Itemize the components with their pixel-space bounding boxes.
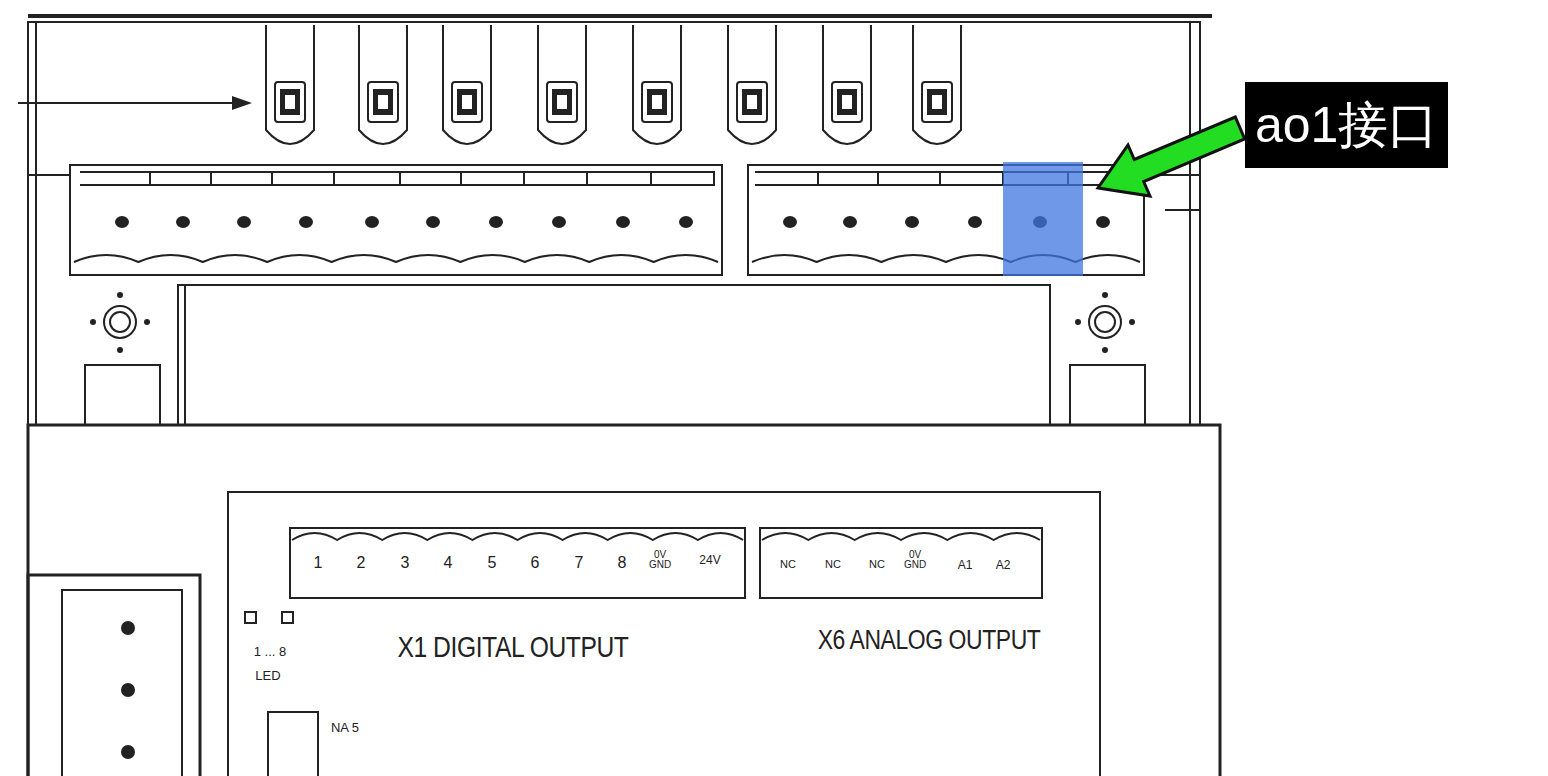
- pin-name: 4: [444, 555, 453, 572]
- screw-slot: [928, 90, 946, 114]
- terminal-pin: [680, 217, 692, 227]
- terminal-pin: [427, 217, 439, 227]
- screw-head: [737, 82, 767, 122]
- terminal-divider: [817, 172, 819, 185]
- terminal-pin: [490, 217, 502, 227]
- terminal-divider: [877, 172, 879, 185]
- terminal-pin: [617, 217, 629, 227]
- pin-name: NC: [780, 559, 796, 571]
- terminal-divider: [333, 172, 335, 185]
- terminal-pin: [300, 217, 312, 227]
- screw-slot: [458, 90, 476, 114]
- screw-head: [832, 82, 862, 122]
- terminal-divider: [210, 172, 212, 185]
- screw-slot: [838, 90, 856, 114]
- screw-center: [285, 95, 295, 109]
- pin-name: 7: [575, 555, 584, 572]
- screw-clamp: [359, 25, 407, 144]
- screw-head: [642, 82, 672, 122]
- screw-slot: [374, 90, 392, 114]
- terminal-pin: [177, 217, 189, 227]
- screw-center: [932, 95, 942, 109]
- screw-clamp: [913, 25, 961, 144]
- screw-head: [368, 82, 398, 122]
- pin-name: NC: [825, 559, 841, 571]
- callout-text: ao1接口: [1255, 98, 1438, 153]
- terminal-divider: [713, 172, 715, 185]
- pin-name: 24V: [698, 554, 722, 567]
- terminal-pin: [366, 217, 378, 227]
- terminal-divider: [460, 172, 462, 185]
- terminal-pin: [906, 217, 918, 227]
- terminal-pin: [116, 217, 128, 227]
- pin-name: 8: [618, 555, 627, 572]
- terminal-divider: [586, 172, 588, 185]
- pin-name: NC: [869, 559, 885, 571]
- terminal-pin: [784, 217, 796, 227]
- terminal-divider: [650, 172, 652, 185]
- terminal-divider: [939, 172, 941, 185]
- led-label: 1 ... 8: [254, 645, 287, 659]
- pin-name: 6: [531, 555, 540, 572]
- screw-clamp: [633, 25, 681, 144]
- terminal-pin: [553, 217, 565, 227]
- pin-name: 1: [314, 555, 323, 572]
- connector-title: X6 ANALOG OUTPUT: [817, 626, 1040, 654]
- terminal-pin: [238, 217, 250, 227]
- terminal-pin: [844, 217, 856, 227]
- screw-center: [842, 95, 852, 109]
- terminal-pin: [1097, 217, 1109, 227]
- pin-name: A2: [996, 559, 1011, 572]
- screw-slot: [648, 90, 666, 114]
- screw-clamp: [823, 25, 871, 144]
- pin-name: 5: [488, 555, 497, 572]
- pin-name: 0V GND: [902, 550, 928, 571]
- screw-center: [747, 95, 757, 109]
- callout-label: ao1接口: [1245, 82, 1448, 168]
- pin-name: 0V GND: [647, 550, 673, 571]
- terminal-pin: [969, 217, 981, 227]
- led-label: LED: [255, 669, 280, 683]
- terminal-divider: [523, 172, 525, 185]
- screw-clamp: [266, 25, 314, 144]
- screw-clamp: [538, 25, 586, 144]
- screw-clamp: [728, 25, 776, 144]
- screw-slot: [553, 90, 571, 114]
- terminal-divider: [271, 172, 273, 185]
- pin-name: 3: [401, 555, 410, 572]
- screw-head: [452, 82, 482, 122]
- terminal-divider: [149, 172, 151, 185]
- pin-name: 2: [357, 555, 366, 572]
- screw-center: [378, 95, 388, 109]
- screw-head: [275, 82, 305, 122]
- screw-head: [547, 82, 577, 122]
- port-label: NA 5: [331, 721, 359, 735]
- pin-name: A1: [958, 559, 973, 572]
- screw-head: [922, 82, 952, 122]
- screw-clamp: [443, 25, 491, 144]
- screw-center: [652, 95, 662, 109]
- screw-center: [557, 95, 567, 109]
- screw-slot: [743, 90, 761, 114]
- terminal-divider: [399, 172, 401, 185]
- screw-slot: [281, 90, 299, 114]
- connector-title: X1 DIGITAL OUTPUT: [398, 632, 629, 662]
- screw-center: [462, 95, 472, 109]
